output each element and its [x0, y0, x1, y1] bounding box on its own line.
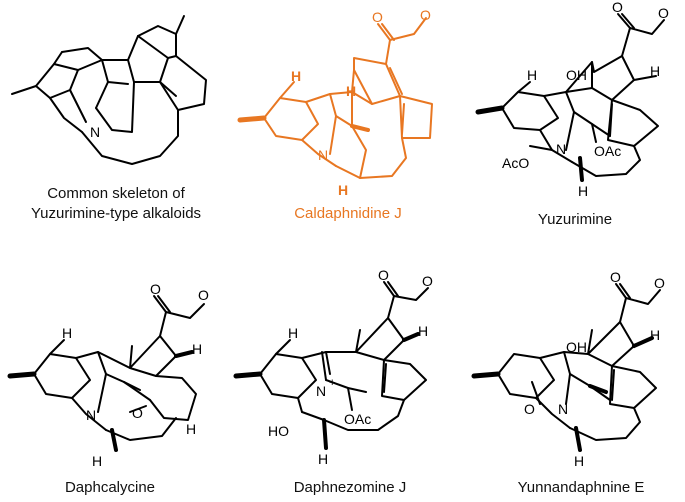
atom-label: H: [62, 325, 72, 341]
atom-label: H: [338, 182, 348, 198]
atom-labels-common: N: [90, 124, 100, 140]
atom-label: H: [318, 451, 328, 467]
atom-label: OAc: [594, 143, 621, 159]
atom-label: N: [556, 141, 566, 157]
atom-label: O: [378, 267, 389, 283]
caption-caldaphnidine-j: Caldaphnidine J: [248, 204, 448, 224]
caption-line: Common skeleton of: [47, 185, 185, 202]
caption-line: Caldaphnidine J: [294, 205, 402, 222]
atom-label: N: [86, 407, 96, 423]
caption-daphnezomine-j: Daphnezomine J: [260, 478, 440, 498]
atom-label: O: [610, 269, 621, 285]
caption-line: Yunnandaphnine E: [517, 479, 645, 496]
atom-label: O: [132, 405, 143, 421]
structure-daphcalycine: [7, 295, 205, 452]
caption-daphcalycine: Daphcalycine: [30, 478, 190, 498]
caption-yuzurimine: Yuzurimine: [500, 210, 650, 230]
atom-label: N: [558, 401, 568, 417]
atom-label: O: [654, 275, 665, 291]
atom-label: O: [422, 273, 433, 289]
atom-label: H: [288, 325, 298, 341]
caption-common-skeleton: Common skeleton of Yuzurimine-type alkal…: [0, 184, 232, 224]
atom-labels-yunnandaphnine: O O OH H O N H: [524, 269, 665, 469]
atom-label: H: [291, 68, 301, 84]
atom-label: N: [90, 124, 100, 140]
atom-label: H: [574, 453, 584, 469]
caption-line: Daphnezomine J: [293, 479, 407, 496]
atom-labels-caldaphnidine: O O H H H N: [291, 7, 431, 198]
atom-label: AcO: [502, 155, 529, 171]
atom-label: H: [650, 63, 660, 79]
atom-label: N: [318, 147, 328, 163]
atom-label: H: [527, 67, 537, 83]
atom-label: O: [524, 401, 535, 417]
atom-label: O: [420, 7, 431, 23]
atom-label: O: [150, 281, 161, 297]
atom-label: H: [346, 83, 356, 99]
caption-line: Yuzurimine-type alkaloids: [30, 205, 202, 222]
atom-label: N: [316, 383, 326, 399]
atom-label: HO: [268, 423, 289, 439]
structure-yunnandaphnine-e: [471, 283, 661, 452]
atom-label: OH: [566, 339, 587, 355]
structure-common-skeleton: [11, 15, 207, 165]
atom-labels-yuzurimine: O O H OH H N AcO OAc H: [502, 0, 669, 199]
atom-label: O: [198, 287, 209, 303]
atom-label: OAc: [344, 411, 371, 427]
caption-line: Yuzurimine: [537, 211, 613, 228]
atom-label: O: [372, 9, 383, 25]
structure-caldaphnidine-j: [237, 17, 433, 179]
structure-yuzurimine: [475, 13, 665, 182]
atom-label: O: [612, 0, 623, 15]
atom-labels-daphnezomine: O O H H N + HO OAc H: [268, 267, 433, 467]
caption-yunnandaphnine-e: Yunnandaphnine E: [486, 478, 676, 498]
atom-label: OH: [566, 67, 587, 83]
atom-label: H: [418, 323, 428, 339]
structure-daphnezomine-j: [233, 281, 429, 450]
atom-label: +: [329, 377, 335, 389]
atom-label: H: [578, 183, 588, 199]
atom-label: H: [186, 421, 196, 437]
atom-label: H: [650, 327, 660, 343]
atom-labels-daphcalycine: O O H H N O H H: [62, 281, 209, 469]
atom-label: H: [192, 341, 202, 357]
caption-line: Daphcalycine: [64, 479, 156, 496]
atom-label: H: [92, 453, 102, 469]
atom-label: O: [658, 5, 669, 21]
